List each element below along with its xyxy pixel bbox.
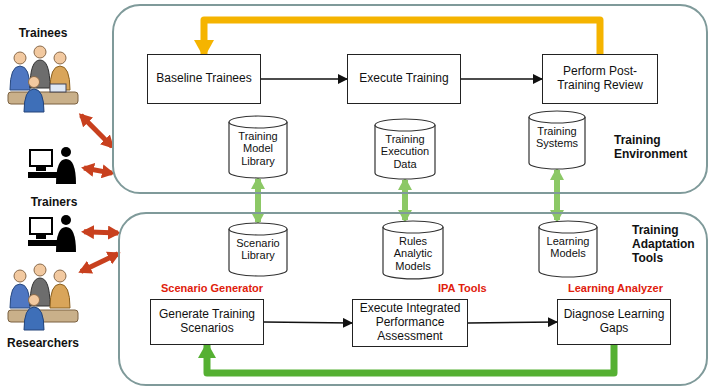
cylinder-part bbox=[229, 116, 287, 128]
store-label: Training Execution Data bbox=[376, 133, 434, 170]
database-cylinder: Rules Analytic Models bbox=[382, 220, 444, 280]
database-cylinder: Training Execution Data bbox=[374, 118, 436, 180]
connector-arrow bbox=[81, 254, 118, 272]
cylinder-part bbox=[229, 229, 287, 276]
connector-arrow bbox=[84, 168, 112, 173]
box-label: Execute Integrated Performance Assessmen… bbox=[358, 302, 462, 343]
process-box: Scenario GeneratorGenerate Training Scen… bbox=[150, 299, 264, 345]
connector-arrow bbox=[468, 322, 557, 323]
tool-heading: Scenario Generator bbox=[161, 282, 263, 295]
connector-arrow bbox=[255, 179, 261, 222]
trainer-illustration bbox=[28, 147, 76, 184]
actor-label: Researchers bbox=[5, 336, 81, 350]
box-label: Generate Training Scenarios bbox=[156, 308, 258, 336]
trainer-illustration bbox=[28, 215, 76, 252]
trainees-illustration bbox=[8, 46, 78, 112]
process-box: Execute Training bbox=[347, 54, 461, 104]
actor-label: Trainees bbox=[5, 26, 81, 40]
database-cylinder: Scenario Library bbox=[228, 222, 288, 277]
region-label: Training Environment bbox=[614, 134, 706, 162]
actor-label: Trainers bbox=[24, 195, 84, 209]
connector-arrow bbox=[204, 20, 600, 54]
database-cylinder: Training Model Library bbox=[228, 115, 288, 179]
database-cylinder: Training Systems bbox=[528, 110, 586, 170]
region-panel: Training Environment Baseline Trainees Exe… bbox=[112, 4, 708, 194]
connector-arrow bbox=[461, 78, 542, 80]
cylinder-part bbox=[529, 111, 585, 123]
connector-arrow bbox=[81, 115, 112, 146]
tool-heading: IPA Tools bbox=[438, 282, 487, 295]
database-cylinder: Learning Models bbox=[538, 220, 598, 278]
cylinder-part bbox=[383, 221, 443, 233]
process-box: IPA ToolsExecute Integrated Performance … bbox=[352, 299, 468, 347]
cylinder-part bbox=[383, 227, 443, 279]
box-label: Baseline Trainees bbox=[156, 72, 251, 86]
box-label: Perform Post-Training Review bbox=[548, 65, 652, 93]
actor-group: Trainees bbox=[5, 26, 81, 120]
process-box: Baseline Trainees bbox=[147, 54, 261, 104]
actor-group: Trainers bbox=[24, 146, 84, 256]
cylinder-part bbox=[539, 221, 597, 233]
store-label: Learning Models bbox=[540, 235, 596, 260]
actor-group: Researchers bbox=[5, 262, 81, 356]
tool-heading: Learning Analyzer bbox=[568, 282, 663, 295]
process-box: Learning AnalyzerDiagnose Learning Gaps bbox=[557, 299, 671, 345]
cylinder-part bbox=[375, 119, 435, 131]
store-label: Scenario Library bbox=[230, 237, 286, 262]
store-label: Training Model Library bbox=[230, 130, 286, 167]
cylinder-part bbox=[529, 117, 585, 169]
connector-arrow bbox=[402, 180, 408, 220]
process-box: Perform Post-Training Review bbox=[542, 54, 658, 104]
researchers-illustration bbox=[8, 264, 78, 330]
cylinder-part bbox=[229, 223, 287, 235]
store-label: Training Systems bbox=[530, 125, 584, 150]
cylinder-part bbox=[539, 227, 597, 277]
connector-arrow bbox=[84, 232, 118, 233]
region-panel: Training Adaptation Tools Scenario Librar… bbox=[118, 212, 708, 386]
box-label: Execute Training bbox=[359, 72, 448, 86]
connector-arrow bbox=[264, 322, 352, 323]
store-label: Rules Analytic Models bbox=[384, 235, 442, 272]
cylinder-part bbox=[229, 122, 287, 178]
connector-arrow bbox=[207, 345, 614, 373]
region-label: Training Adaptation Tools bbox=[632, 224, 708, 265]
cylinder-part bbox=[375, 125, 435, 179]
box-label: Diagnose Learning Gaps bbox=[563, 308, 665, 336]
connector-arrow bbox=[261, 78, 347, 80]
